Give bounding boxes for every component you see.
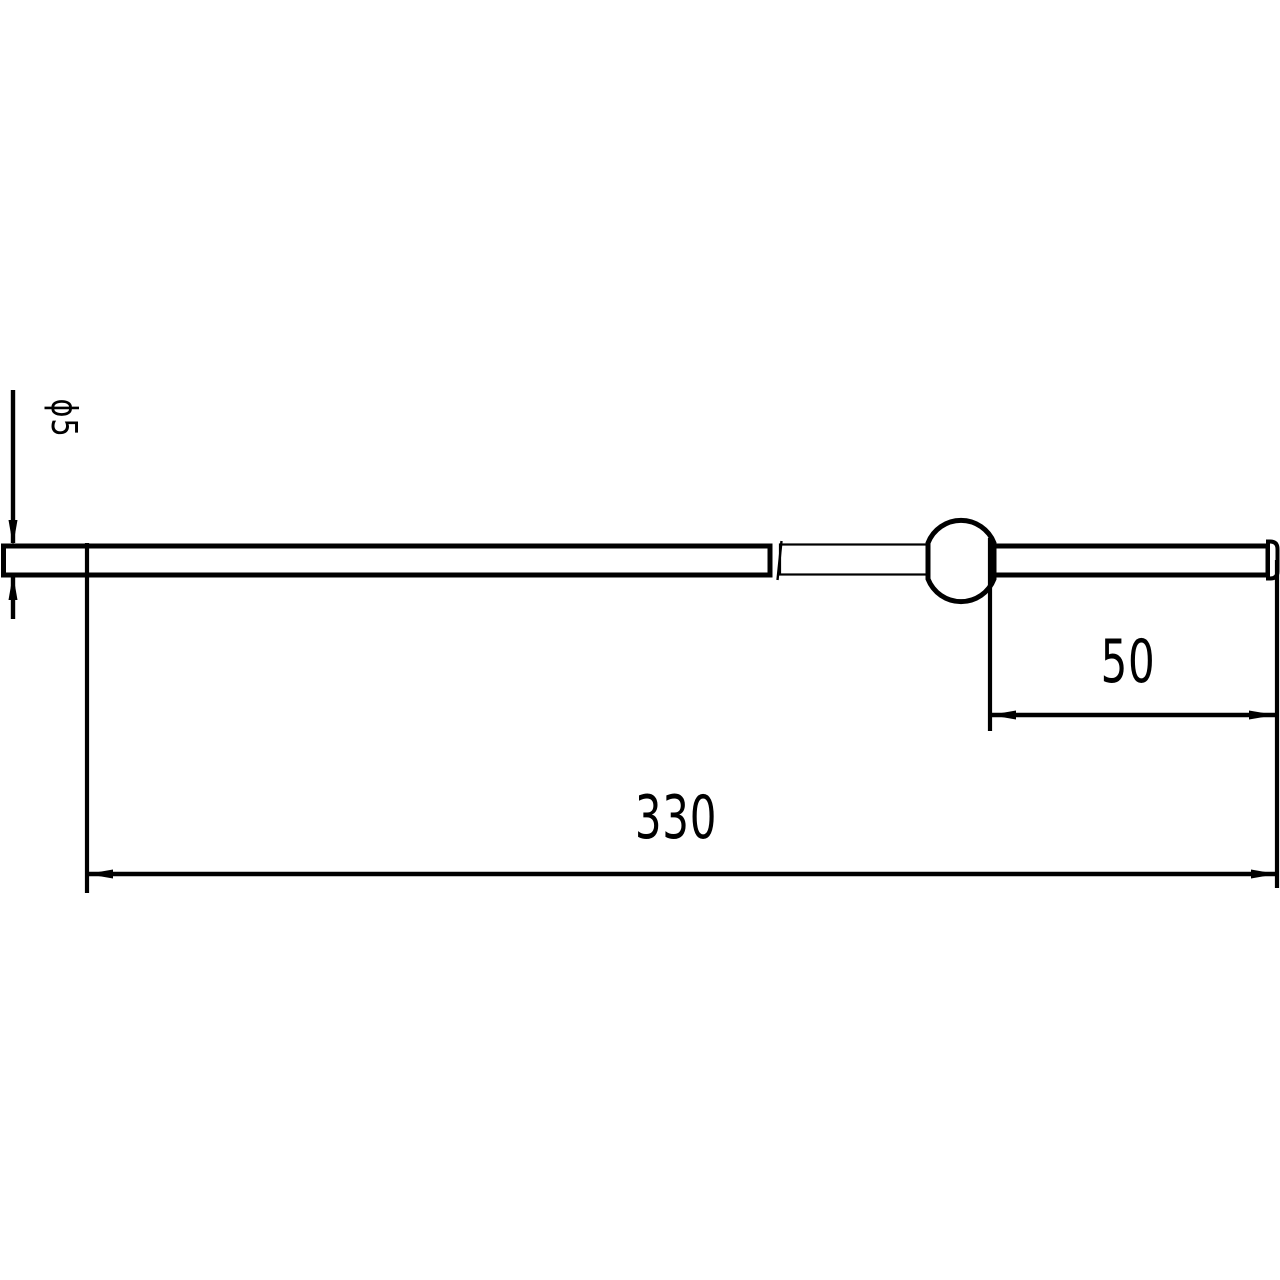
ball-joint <box>925 517 997 605</box>
dim-50-arrow-right-icon <box>1249 710 1275 720</box>
rod-left-section <box>1 543 773 578</box>
rod-right-section <box>991 543 1271 578</box>
dim-330-arrow-right-icon <box>1251 869 1277 879</box>
rod-thin-section <box>778 543 942 576</box>
dim-330-label: 330 <box>635 784 717 854</box>
diameter-dimension-label: ϕ5 <box>43 399 85 438</box>
rod-break-line <box>776 540 783 581</box>
dim-50-label: 50 <box>1101 628 1156 698</box>
diameter-arrow-up-icon <box>8 574 18 600</box>
diameter-arrow-down-icon <box>8 520 18 546</box>
dim-50-arrow-left-icon <box>990 710 1016 720</box>
dim-330-arrow-left-icon <box>87 869 113 879</box>
